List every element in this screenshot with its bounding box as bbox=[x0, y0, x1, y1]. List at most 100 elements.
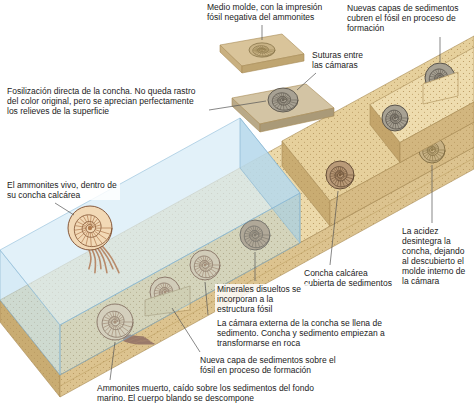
callout-label: El ammonites vivo, dentro de su concha c… bbox=[5, 180, 120, 200]
shell-rib bbox=[401, 120, 406, 122]
shell-rib bbox=[256, 47, 259, 48]
covering-sediment bbox=[423, 72, 458, 104]
shell-rib bbox=[90, 215, 92, 221]
shell-rib bbox=[262, 53, 263, 56]
plate-front bbox=[260, 108, 334, 132]
shell-rib bbox=[95, 230, 100, 232]
umbilicus bbox=[261, 49, 264, 50]
shell-rib bbox=[400, 122, 405, 125]
shell-spiral bbox=[253, 46, 275, 56]
shell-rib bbox=[87, 215, 88, 221]
shell-rib bbox=[280, 97, 282, 98]
shell-rib bbox=[268, 51, 273, 53]
shell-rib bbox=[435, 152, 437, 154]
shell-rib bbox=[94, 231, 98, 234]
shell-rib bbox=[254, 51, 258, 52]
shell-rib bbox=[276, 95, 279, 97]
shell-rib bbox=[283, 93, 284, 96]
shell-rib bbox=[291, 100, 298, 101]
shell-rib bbox=[340, 178, 341, 181]
shell-rib bbox=[346, 179, 351, 182]
shell-rib bbox=[331, 173, 335, 175]
plate-front bbox=[242, 54, 304, 73]
shell-rib bbox=[80, 218, 85, 222]
ammonite bbox=[268, 88, 298, 112]
shell-rib bbox=[264, 53, 266, 56]
shell-rib bbox=[283, 105, 284, 110]
shell-rib bbox=[88, 222, 90, 225]
shell-rib bbox=[337, 181, 338, 186]
callout-label: Ammonites muerto, caído sobre los sedime… bbox=[95, 383, 345, 403]
shell-rib bbox=[284, 103, 285, 105]
shell-rib bbox=[78, 234, 84, 239]
shell-rib bbox=[263, 46, 264, 48]
shell-rib bbox=[286, 97, 289, 99]
shell-rib bbox=[434, 152, 436, 154]
shell-rib bbox=[87, 222, 88, 225]
shell-rib bbox=[432, 153, 433, 155]
shell-rib bbox=[398, 114, 401, 116]
shell-rib bbox=[437, 75, 439, 77]
shell-rib bbox=[387, 114, 391, 116]
shell-rib bbox=[287, 100, 290, 102]
callout-label: Nuevas capas de sedimentos cubren el fós… bbox=[345, 3, 470, 33]
shell-rib bbox=[386, 118, 390, 120]
shell-rib bbox=[389, 112, 392, 115]
shell-rib bbox=[83, 216, 86, 221]
callout-label: La cámara externa de la concha se llena … bbox=[215, 318, 400, 348]
shell-rib bbox=[347, 177, 353, 179]
leader-line bbox=[432, 165, 433, 223]
shell-rib bbox=[77, 222, 83, 225]
shell-rib bbox=[255, 52, 258, 54]
shell-rib bbox=[435, 150, 438, 151]
shell-rib bbox=[438, 69, 440, 73]
shell-rib bbox=[277, 104, 280, 108]
shell-rib bbox=[395, 121, 396, 123]
shell-rib bbox=[96, 236, 102, 243]
shell-spiral bbox=[330, 167, 354, 187]
shell-rib bbox=[402, 118, 408, 119]
shell-rib bbox=[399, 123, 402, 127]
shell-rib bbox=[397, 113, 399, 116]
shell-rib bbox=[397, 120, 399, 122]
leader-line bbox=[440, 37, 441, 62]
callout-label: Concha calcárea cubierta de sedimentos bbox=[302, 268, 397, 288]
shell-rib bbox=[90, 233, 91, 237]
shell-rib bbox=[334, 169, 337, 172]
shell-rib bbox=[274, 97, 278, 99]
shell-rib bbox=[287, 98, 290, 100]
ammonite bbox=[68, 206, 119, 273]
shell-rib bbox=[342, 178, 344, 180]
shell-rib bbox=[279, 94, 281, 97]
shell-rib bbox=[343, 177, 345, 179]
shell-rib bbox=[336, 168, 338, 171]
shell-rib bbox=[395, 111, 396, 114]
shell-rib bbox=[430, 155, 431, 160]
shell-rib bbox=[347, 175, 353, 176]
shell-rib bbox=[436, 155, 439, 159]
shell-rib bbox=[335, 180, 338, 184]
shell-rib bbox=[278, 100, 280, 101]
shell-rib bbox=[280, 105, 281, 109]
callout-label: Fosilización directa de la concha. No qu… bbox=[5, 86, 205, 116]
shell-rib bbox=[281, 102, 283, 104]
leader-line bbox=[262, 25, 263, 40]
shell-rib bbox=[436, 70, 438, 74]
shell-rib bbox=[344, 180, 348, 185]
shell-rib bbox=[340, 181, 341, 186]
shell-rib bbox=[398, 118, 401, 119]
shell-rib bbox=[84, 225, 87, 227]
shell-rib bbox=[396, 111, 397, 114]
shell-rib bbox=[330, 175, 335, 177]
shell-rib bbox=[335, 175, 337, 176]
shell-rib bbox=[285, 102, 287, 104]
sediment-layer bbox=[370, 47, 474, 162]
shell-rib bbox=[81, 236, 85, 243]
umbilicus bbox=[282, 99, 285, 101]
fossil-plate bbox=[232, 84, 334, 132]
shell-spiral bbox=[74, 215, 112, 247]
shell-rib bbox=[398, 120, 400, 122]
shell-rib bbox=[433, 71, 436, 74]
